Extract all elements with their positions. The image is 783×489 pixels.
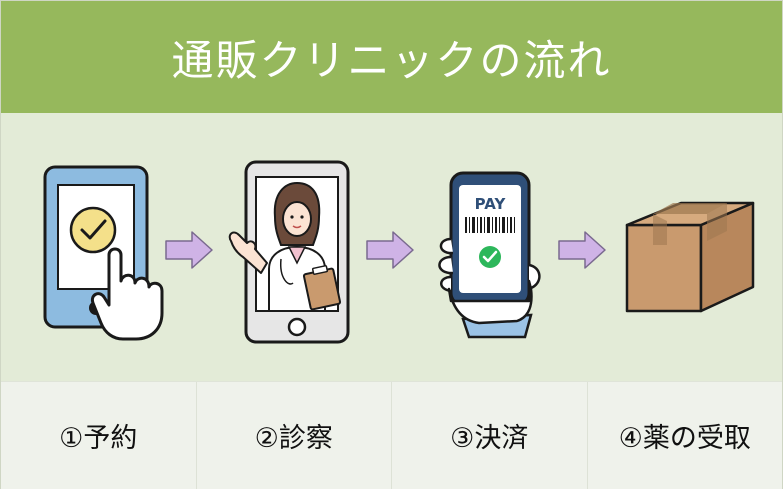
barcode <box>465 217 515 233</box>
step-label-1: ①予約 <box>1 382 197 489</box>
step-label-4: ④薬の受取 <box>587 382 782 489</box>
cardboard-box-icon <box>625 201 755 313</box>
smartphone-doctor-icon <box>228 160 350 344</box>
page-title: 通販クリニックの流れ <box>171 35 612 85</box>
smartphone-tap-check-icon <box>43 165 164 341</box>
phone-pay-icon: PAY <box>438 171 541 339</box>
step-label-text: ①予約 <box>59 423 138 454</box>
header-banner: 通販クリニックの流れ <box>1 1 782 113</box>
step-labels: ①予約 ②診察 ③決済 ④薬の受取 <box>1 381 782 489</box>
steps-panel: PAY <box>1 113 782 381</box>
step-label-text: ④薬の受取 <box>618 423 751 454</box>
pay-label: PAY <box>475 195 507 213</box>
step-label-text: ③決済 <box>450 423 529 454</box>
arrow-right-icon <box>165 231 213 269</box>
step-label-text: ②診察 <box>254 423 333 454</box>
step-label-3: ③決済 <box>392 382 588 489</box>
step-label-2: ②診察 <box>196 382 392 489</box>
arrow-right-icon <box>366 231 414 269</box>
arrow-right-icon <box>558 231 606 269</box>
